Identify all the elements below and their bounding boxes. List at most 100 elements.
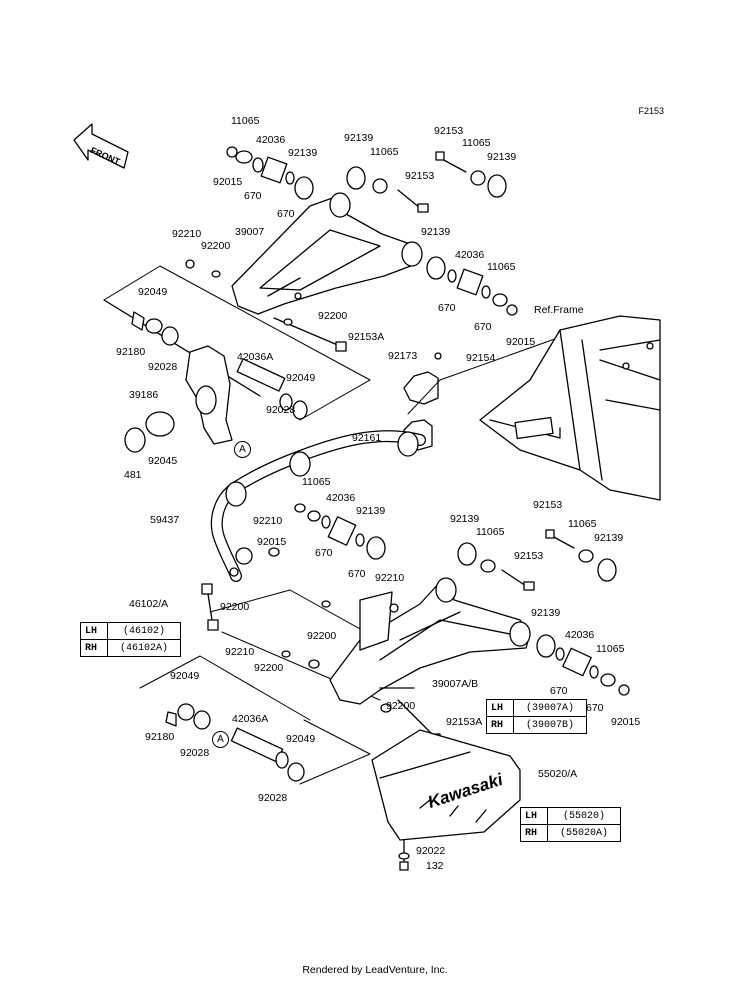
lower-right-mount-parts — [536, 634, 630, 696]
frame-reference — [479, 315, 661, 501]
stabilizer-bar — [210, 430, 426, 582]
part-label[interactable]: 92015 — [611, 716, 641, 728]
table-row: LH(46102) — [80, 622, 181, 640]
part-label[interactable]: 92045 — [148, 455, 178, 467]
part-label[interactable]: 92015 — [257, 536, 287, 548]
part-label[interactable]: 92139 — [594, 532, 624, 544]
part-cell: (39007A) — [513, 699, 587, 717]
part-label[interactable]: 92022 — [416, 845, 446, 857]
side-cell: RH — [486, 716, 514, 734]
part-label[interactable]: 92139 — [344, 132, 374, 144]
part-label[interactable]: 670 — [348, 568, 366, 580]
part-label[interactable]: 92049 — [286, 372, 316, 384]
part-label[interactable]: 132 — [426, 860, 444, 872]
part-cell: (55020) — [547, 807, 621, 825]
part-label[interactable]: 55020/A — [538, 768, 578, 780]
part-label[interactable]: 92028 — [148, 361, 178, 373]
part-label[interactable]: 92028 — [258, 792, 288, 804]
knuckle — [124, 311, 308, 453]
part-label[interactable]: 670 — [315, 547, 333, 559]
part-label[interactable]: 92200 — [201, 240, 231, 252]
part-label[interactable]: 670 — [586, 702, 604, 714]
ref-frame-label: Ref.Frame — [534, 304, 584, 316]
part-label[interactable]: 42036 — [455, 249, 485, 261]
part-label[interactable]: 92139 — [288, 147, 318, 159]
part-label[interactable]: 42036 — [256, 134, 286, 146]
part-label[interactable]: 11065 — [302, 476, 331, 488]
part-label[interactable]: 39007 — [235, 226, 265, 238]
side-cell: RH — [80, 639, 108, 657]
lower-a-arm — [329, 577, 531, 705]
part-label[interactable]: 92180 — [145, 731, 175, 743]
part-label[interactable]: 92028 — [180, 747, 210, 759]
part-label[interactable]: 92173 — [388, 350, 418, 362]
part-label[interactable]: 39186 — [129, 389, 159, 401]
part-label[interactable]: 92153 — [434, 125, 464, 137]
part-label[interactable]: 92153 — [514, 550, 544, 562]
part-label[interactable]: 92200 — [386, 700, 416, 712]
table-row: RH(55020A) — [520, 824, 621, 842]
part-cell: (46102A) — [107, 639, 181, 657]
part-label[interactable]: 92153 — [405, 170, 435, 182]
part-label[interactable]: 42036A — [237, 351, 274, 363]
part-label[interactable]: 92139 — [487, 151, 517, 163]
part-label[interactable]: 92015 — [213, 176, 243, 188]
table-row: RH(39007B) — [486, 716, 587, 734]
callout-a-lower: A — [212, 731, 229, 748]
part-label[interactable]: 11065 — [596, 643, 625, 655]
part-label[interactable]: 92015 — [506, 336, 536, 348]
part-label[interactable]: 92049 — [286, 733, 316, 745]
part-label[interactable]: 11065 — [370, 146, 399, 158]
part-cell: (46102) — [107, 622, 181, 640]
part-label[interactable]: 92161 — [352, 432, 382, 444]
part-label[interactable]: 92210 — [225, 646, 255, 658]
part-label[interactable]: 11065 — [487, 261, 516, 273]
part-label[interactable]: 42036A — [232, 713, 269, 725]
part-label[interactable]: 92049 — [138, 286, 168, 298]
part-label[interactable]: 92210 — [375, 572, 405, 584]
lower-bushings — [165, 703, 305, 782]
part-label[interactable]: 92200 — [307, 630, 337, 642]
part-label[interactable]: 92153A — [348, 331, 385, 343]
table-row: LH(39007A) — [486, 699, 587, 717]
part-label[interactable]: 92200 — [254, 662, 284, 674]
part-label[interactable]: 670 — [438, 302, 456, 314]
part-label[interactable]: 42036 — [326, 492, 356, 504]
part-label[interactable]: 92210 — [172, 228, 202, 240]
part-label[interactable]: 92180 — [116, 346, 146, 358]
part-label[interactable]: 92200 — [220, 601, 250, 613]
diagram-code: F2153 — [638, 106, 664, 116]
part-label[interactable]: 670 — [474, 321, 492, 333]
variant-table-arm: LH(39007A) RH(39007B) — [486, 699, 587, 734]
part-label[interactable]: 670 — [550, 685, 568, 697]
part-label[interactable]: 92153 — [533, 499, 563, 511]
part-label[interactable]: 92139 — [450, 513, 480, 525]
link-rod — [201, 547, 280, 631]
part-label[interactable]: 59437 — [150, 514, 180, 526]
part-label[interactable]: 92049 — [170, 670, 200, 682]
part-cell: (55020A) — [547, 824, 621, 842]
part-label[interactable]: 92139 — [531, 607, 561, 619]
part-label[interactable]: 670 — [244, 190, 262, 202]
part-cell: (39007B) — [513, 716, 587, 734]
part-label[interactable]: 92139 — [356, 505, 386, 517]
side-cell: LH — [80, 622, 108, 640]
part-label[interactable]: 39007A/B — [432, 678, 479, 690]
part-label[interactable]: 92200 — [318, 310, 348, 322]
table-row: RH(46102A) — [80, 639, 181, 657]
part-label[interactable]: 11065 — [476, 526, 505, 538]
part-label[interactable]: 42036 — [565, 629, 595, 641]
footer-credit: Rendered by LeadVenture, Inc. — [302, 964, 448, 976]
part-label[interactable]: 670 — [277, 208, 295, 220]
part-label[interactable]: 92028 — [266, 404, 296, 416]
part-label[interactable]: 92154 — [466, 352, 496, 364]
part-label[interactable]: 11065 — [462, 137, 491, 149]
part-label[interactable]: 481 — [124, 469, 142, 481]
part-label[interactable]: 92210 — [253, 515, 283, 527]
part-label[interactable]: 92139 — [421, 226, 451, 238]
part-label[interactable]: 46102/A — [129, 598, 169, 610]
part-label[interactable]: 11065 — [231, 115, 260, 127]
part-label[interactable]: 11065 — [568, 518, 597, 530]
part-label[interactable]: 92153A — [446, 716, 483, 728]
